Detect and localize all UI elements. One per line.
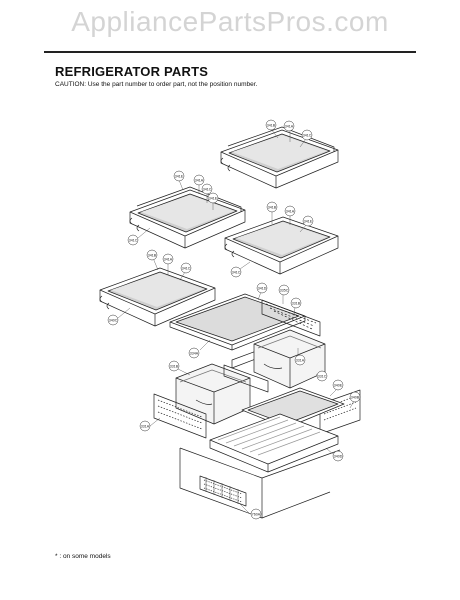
svg-text:335C: 335C — [280, 288, 289, 292]
callout-341c-a: 341C — [301, 129, 313, 141]
svg-text:341C: 341C — [232, 270, 241, 274]
callout-341e-c: 341E — [302, 215, 314, 227]
svg-text:334A: 334A — [190, 351, 199, 355]
svg-text:331A: 331A — [296, 358, 305, 362]
svg-text:760A: 760A — [252, 512, 261, 516]
caution-note: CAUTION: Use the part number to order pa… — [55, 81, 258, 88]
callout-341c-c: 341C — [127, 234, 139, 246]
svg-text:341A: 341A — [285, 124, 294, 128]
svg-text:331B: 331B — [292, 301, 301, 305]
crisper-drawer-right — [253, 329, 326, 389]
callout-341a-b: 341A — [193, 174, 205, 186]
svg-text:341E: 341E — [175, 174, 184, 178]
callout-340b: 340B — [349, 391, 361, 403]
svg-text:341C: 341C — [129, 238, 138, 242]
svg-text:340C: 340C — [109, 318, 118, 322]
svg-text:331B: 331B — [170, 364, 179, 368]
callout-341a-c: 341A — [284, 205, 296, 217]
svg-text:341E: 341E — [209, 196, 218, 200]
callout-341b-b: 341B — [266, 201, 278, 213]
svg-text:331C: 331C — [318, 374, 327, 378]
svg-text:340E: 340E — [334, 383, 343, 387]
callout-331a-a: 331A — [294, 354, 306, 366]
svg-text:341A: 341A — [286, 209, 295, 213]
callout-341c-d: 341C — [230, 266, 242, 278]
svg-text:340D: 340D — [334, 454, 343, 458]
callout-341a-d: 341A — [162, 253, 174, 265]
svg-text:341A: 341A — [164, 257, 173, 261]
callout-341a-a: 341A — [283, 120, 295, 132]
svg-text:341A: 341A — [195, 178, 204, 182]
callout-334a: 334A — [188, 347, 200, 359]
shelf-assembly-2 — [129, 186, 246, 249]
callout-331a-b: 331A — [139, 420, 151, 432]
callout-341e-b: 341E — [207, 192, 219, 204]
shelf-assembly-4 — [99, 267, 216, 327]
shelf-assembly-3 — [224, 216, 339, 275]
page-title: REFRIGERATOR PARTS — [55, 64, 209, 79]
callout-760a: 760A — [250, 508, 262, 520]
callout-335c: 335C — [278, 284, 290, 296]
crisper-drawer-left — [175, 363, 251, 425]
leader-lines — [117, 128, 355, 515]
svg-text:341B: 341B — [148, 253, 157, 257]
callout-341b-c: 341B — [146, 249, 158, 261]
svg-text:340B: 340B — [351, 395, 360, 399]
callout-340c: 340C — [107, 314, 119, 326]
header-divider — [44, 51, 416, 53]
callout-331b-b: 331B — [168, 360, 180, 372]
svg-text:341E: 341E — [304, 219, 313, 223]
shelf-assembly-1 — [220, 126, 339, 189]
callout-341d: 341D — [256, 282, 268, 294]
svg-text:331A: 331A — [141, 424, 150, 428]
footnote: * : on some models — [55, 553, 111, 560]
watermark-logo: AppliancePartsPros.com — [71, 6, 389, 37]
callout-331b-a: 331B — [290, 297, 302, 309]
svg-text:341B: 341B — [267, 123, 276, 127]
svg-text:341D: 341D — [258, 286, 267, 290]
callout-341b-a: 341B — [265, 119, 277, 131]
svg-text:341B: 341B — [268, 205, 277, 209]
bottom-panel — [179, 447, 341, 519]
callout-331c: 331C — [316, 370, 328, 382]
svg-text:341C: 341C — [203, 187, 212, 191]
svg-text:341C: 341C — [182, 266, 191, 270]
callout-341e-a: 341E — [173, 170, 185, 182]
callout-340e: 340E — [332, 379, 344, 391]
callout-341c-e: 341C — [180, 262, 192, 274]
bottom-tray — [209, 413, 339, 473]
vent-grille — [199, 475, 247, 507]
svg-text:341C: 341C — [303, 133, 312, 137]
callout-340d: 340D — [332, 450, 344, 462]
callout-341c-b: 341C — [201, 183, 213, 195]
